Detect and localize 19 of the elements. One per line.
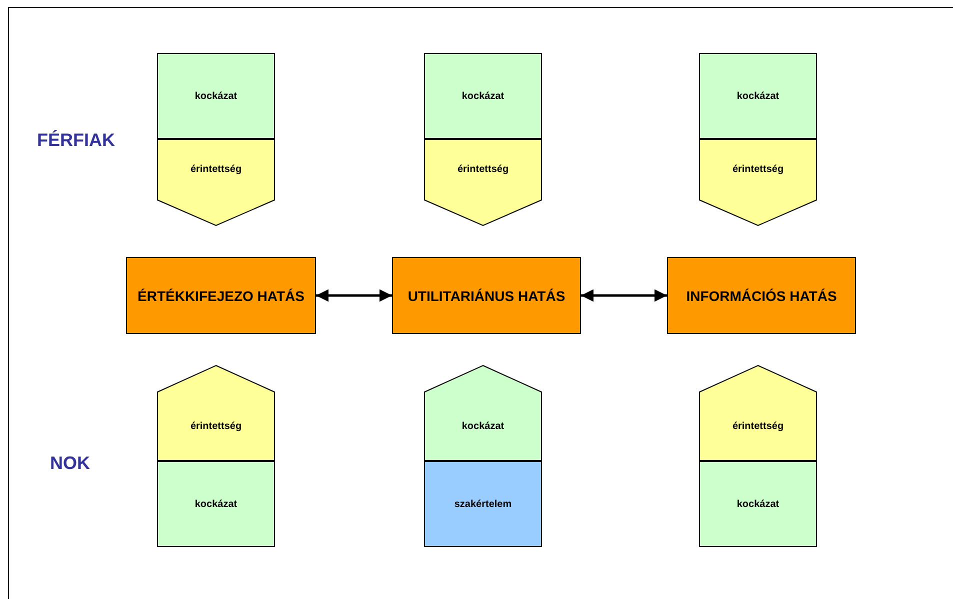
factor-label: érintettség xyxy=(190,164,242,175)
factor-label: kockázat xyxy=(194,498,238,510)
double-arrow xyxy=(316,289,392,302)
factor-label: érintettség xyxy=(457,164,509,175)
effect-label: UTILITARIÁNUS HATÁS xyxy=(408,288,566,304)
factor-label: kockázat xyxy=(194,90,238,102)
factor-label: érintettség xyxy=(732,421,784,432)
factor-label: kockázat xyxy=(736,90,780,102)
double-arrow xyxy=(581,289,667,302)
factor-label: kockázat xyxy=(736,498,780,510)
effect-label: ÉRTÉKKIFEJEZO HATÁS xyxy=(138,288,304,304)
effect-label: INFORMÁCIÓS HATÁS xyxy=(686,288,837,304)
factor-label: érintettség xyxy=(732,164,784,175)
factor-label: érintettség xyxy=(190,421,242,432)
factor-label: szakértelem xyxy=(454,498,512,510)
factor-label: kockázat xyxy=(462,421,504,432)
group-label: NOK xyxy=(50,453,90,474)
group-label: FÉRFIAK xyxy=(37,130,115,151)
factor-label: kockázat xyxy=(462,90,504,102)
